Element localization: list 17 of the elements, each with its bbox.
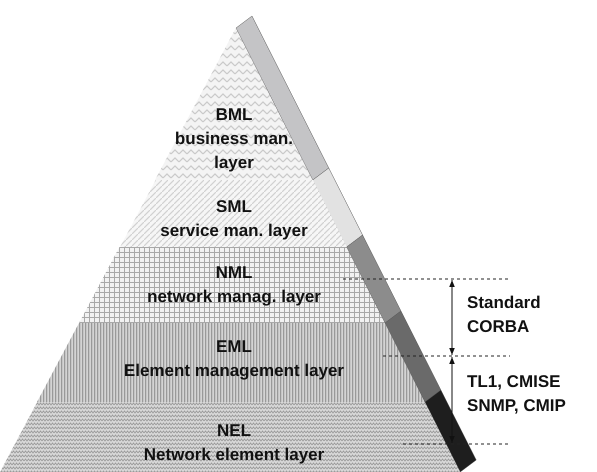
pyramid-layer [37, 323, 425, 402]
pyramid-layer [79, 247, 385, 323]
layer-abbreviation: BML [214, 104, 254, 126]
layer-abbreviation: NEL [216, 420, 252, 442]
protocol-label: TL1, CMISE SNMP, CMIP [467, 371, 567, 417]
layer-abbreviation: NML [214, 262, 254, 284]
layer-name: Network element layer [142, 444, 326, 466]
layer-name: network manag. layer [146, 286, 322, 308]
pyramid-layer [0, 402, 460, 472]
layer-abbreviation: SML [215, 196, 253, 218]
layer-name: service man. layer [159, 220, 309, 242]
layer-name: Element management layer [122, 360, 346, 382]
layer-abbreviation: EML [215, 336, 253, 358]
pyramid-layer [155, 28, 313, 180]
pyramid-layer [120, 180, 347, 247]
protocol-label: Standard CORBA [467, 292, 542, 338]
layer-name: business man. layer [174, 128, 294, 174]
